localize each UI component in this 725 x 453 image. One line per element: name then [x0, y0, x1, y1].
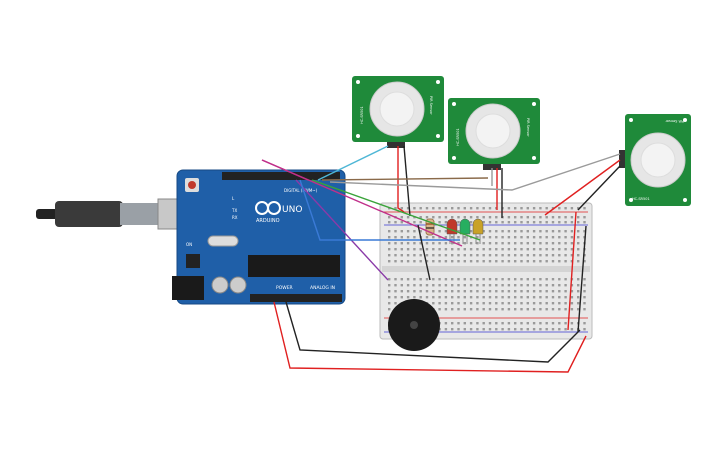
pir-sensor-2[interactable]: PIR Sensor HC-SR501: [448, 98, 540, 170]
pir-2-model: HC-SR501: [456, 128, 460, 146]
led-yellow: [472, 218, 484, 244]
power-jack: [172, 276, 204, 300]
pir-2-label: PIR Sensor: [526, 118, 530, 137]
pir-3-label: PIR Sensor: [665, 119, 684, 123]
power-label: POWER: [276, 285, 293, 291]
wire-brown: [321, 177, 489, 181]
wire-green: [311, 179, 481, 241]
model-label: UNO: [282, 205, 302, 215]
pir-3-model: HC-SR501: [632, 197, 650, 201]
arduino-uno-board[interactable]: UNO ARDUINO DIGITAL (PWM~) POWER ANALOG …: [172, 169, 346, 305]
wire-red-pir1: [397, 146, 405, 213]
pir-sensor-3[interactable]: PIR Sensor HC-SR501: [619, 114, 691, 206]
digital-label: DIGITAL (PWM~): [284, 188, 318, 193]
wire-cyan: [317, 145, 389, 181]
pir-1-model: HC-SR501: [360, 106, 364, 124]
pir-1-label: PIR Sensor: [429, 96, 433, 115]
wire-black-power: [285, 301, 581, 363]
wire-black-pir3: [577, 165, 621, 211]
tx-label: TX: [231, 208, 237, 213]
wire-black-rail: [577, 225, 587, 333]
breadboard[interactable]: [379, 202, 593, 340]
wires: [261, 145, 621, 373]
wire-red-pir3: [544, 159, 621, 216]
wire-blue: [299, 179, 460, 241]
arduino-logo-icon: [255, 201, 281, 215]
wire-purple: [295, 179, 389, 281]
usb-cable: [36, 198, 195, 230]
wire-red-rail: [567, 211, 577, 331]
wire-black-pir1: [403, 145, 411, 217]
rx-label: RX: [232, 215, 238, 220]
digital-header: [222, 172, 340, 180]
piezo-buzzer[interactable]: [388, 299, 440, 351]
brand-label: ARDUINO: [256, 218, 280, 224]
wire-magenta-2: [261, 159, 463, 247]
l-label: L: [232, 196, 235, 201]
atmega-chip: [248, 255, 340, 277]
wire-gray-pir3: [329, 153, 621, 191]
pir-sensor-1[interactable]: PIR Sensor HC-SR501: [352, 76, 444, 148]
power-analog-header: [250, 294, 342, 302]
wire-black-buzzer: [417, 224, 431, 281]
analog-label: ANALOG IN: [310, 285, 335, 291]
on-label: ON: [186, 242, 192, 247]
wire-red-power: [273, 301, 587, 373]
